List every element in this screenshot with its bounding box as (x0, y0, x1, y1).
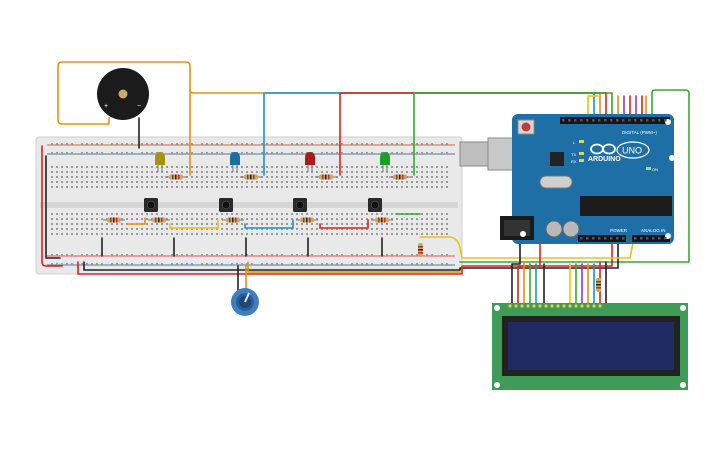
wire-orange-bottom (247, 261, 461, 273)
led-resistor (389, 174, 411, 180)
led-resistor (165, 174, 187, 180)
uno-logo: UNO (616, 141, 650, 159)
lcd-pin (574, 304, 578, 308)
infinity-logo (590, 143, 616, 155)
lcd-pin (592, 304, 596, 308)
power-label: POWER (610, 228, 628, 233)
lcd-16x2[interactable] (492, 303, 688, 390)
button-resistor (296, 217, 318, 223)
buzzer-plus-label: + (104, 103, 108, 110)
led-resistor (315, 174, 337, 180)
button-resistor (103, 217, 125, 223)
button-resistor (148, 217, 170, 223)
lcd-pin (562, 304, 566, 308)
pushbutton-2[interactable] (219, 198, 233, 212)
pushbutton-1[interactable] (144, 198, 158, 212)
led-blue[interactable] (230, 152, 240, 172)
wire-buzzer-loop (57, 61, 191, 176)
lcd-pin (514, 304, 518, 308)
lcd-pin (526, 304, 530, 308)
tx-label: TX (571, 152, 576, 157)
lcd-pin (598, 304, 602, 308)
lcd-resistor (596, 278, 601, 292)
led-red[interactable] (305, 152, 315, 172)
wire-green-top (413, 92, 613, 176)
lcd-pin (538, 304, 542, 308)
lcd-pin (586, 304, 590, 308)
wire-black-left (45, 155, 61, 259)
led-green[interactable] (380, 152, 390, 172)
wire-red-left (41, 145, 63, 267)
wire-orange-top (189, 89, 601, 121)
lcd-pin (550, 304, 554, 308)
wires (41, 61, 690, 305)
l-label: L (573, 140, 576, 145)
lcd-pin-header (508, 304, 602, 308)
arduino-brand: ARDUINO (588, 156, 621, 163)
buzzer[interactable]: + − (97, 68, 149, 120)
lcd-pin (580, 304, 584, 308)
breadboard[interactable] (35, 136, 463, 275)
wire-yellow-lcd (419, 236, 635, 259)
breadboard-resistor-vertical (418, 243, 423, 257)
pushbutton-3[interactable] (293, 198, 307, 212)
lcd-pin (568, 304, 572, 308)
lcd-pin (556, 304, 560, 308)
digital-label: DIGITAL (PWM~) (622, 130, 657, 135)
button-resistor (371, 217, 393, 223)
lcd-pin (544, 304, 548, 308)
wire-black-bottom (83, 237, 619, 271)
lcd-pin (532, 304, 536, 308)
on-label: ON (652, 167, 658, 172)
resistors (103, 174, 411, 223)
wire-red-bottom (77, 237, 613, 275)
arduino-uno[interactable]: ARDUINO UNO DIGITAL (PWM~) POWER ANALOG … (459, 114, 675, 244)
wire-green-right (459, 89, 690, 263)
arduino-pin-labels (562, 119, 667, 240)
arduino-model: UNO (622, 146, 642, 156)
rx-label: RX (571, 159, 577, 164)
led-resistor (240, 174, 262, 180)
lcd-pin (520, 304, 524, 308)
pushbutton-4[interactable] (368, 198, 382, 212)
lcd-pin (508, 304, 512, 308)
button-resistor (222, 217, 244, 223)
buzzer-minus-label: − (137, 103, 141, 110)
analog-label: ANALOG IN (641, 228, 666, 233)
led-yellow[interactable] (155, 152, 165, 172)
potentiometer[interactable] (231, 288, 259, 316)
